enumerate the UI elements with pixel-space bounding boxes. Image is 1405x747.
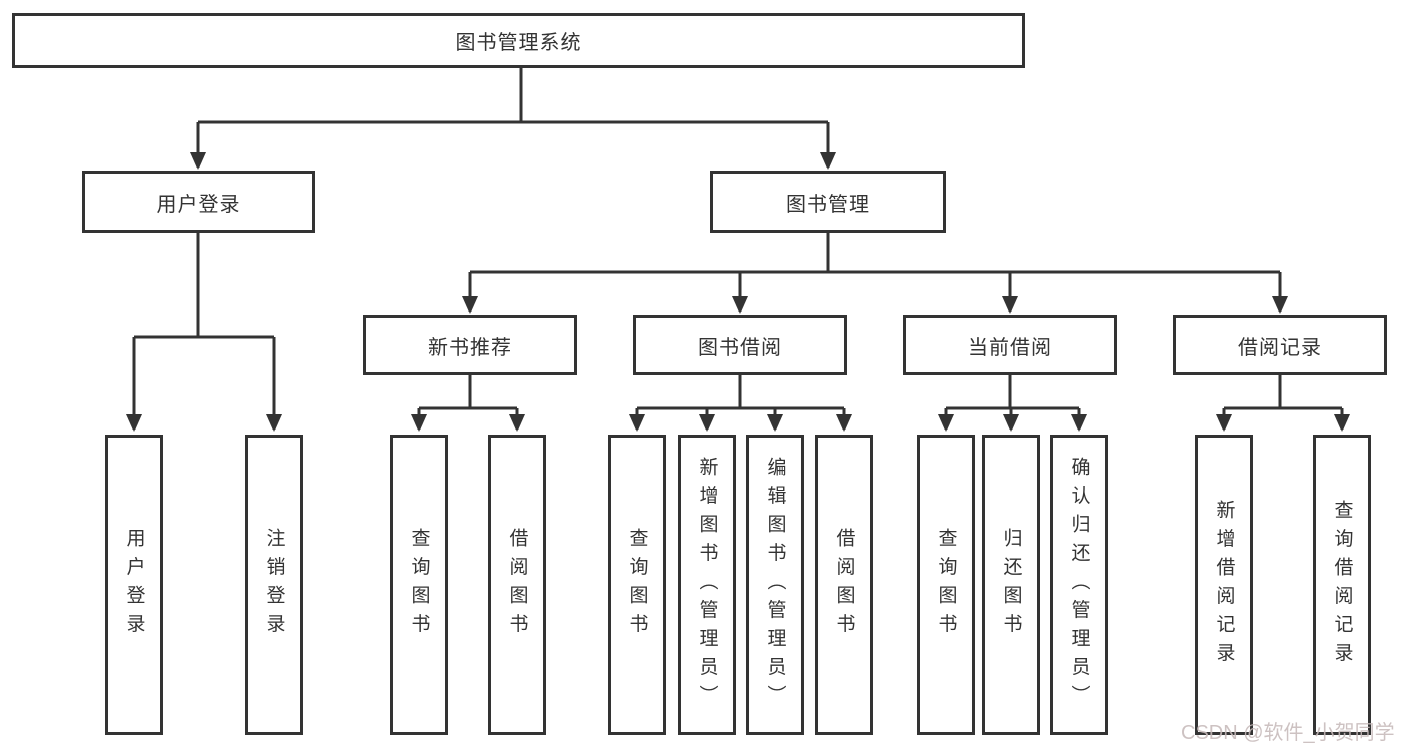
leaf-query-borrow-record: 查询借阅记录 (1313, 435, 1371, 735)
leaf-return-books: 归还图书 (982, 435, 1040, 735)
leaf-edit-book-admin: 编辑图书（管理员） (746, 435, 804, 735)
leaf-label: 用户登录 (123, 528, 145, 642)
leaf-label: 确认归还（管理员） (1068, 456, 1090, 714)
node-borrow-records: 借阅记录 (1173, 315, 1387, 375)
leaf-label: 借阅图书 (833, 528, 855, 642)
leaf-borrow-books-recommend: 借阅图书 (488, 435, 546, 735)
leaf-user-login: 用户登录 (105, 435, 163, 735)
leaf-logout: 注销登录 (245, 435, 303, 735)
leaf-label: 新增图书（管理员） (696, 456, 718, 714)
node-book-management: 图书管理 (710, 171, 946, 233)
leaf-query-books-current: 查询图书 (917, 435, 975, 735)
leaf-confirm-return-admin: 确认归还（管理员） (1050, 435, 1108, 735)
node-current-borrow: 当前借阅 (903, 315, 1117, 375)
leaf-label: 注销登录 (263, 528, 285, 642)
leaf-label: 查询借阅记录 (1331, 499, 1353, 671)
leaf-label: 借阅图书 (506, 528, 528, 642)
node-library-management-system: 图书管理系统 (12, 13, 1025, 68)
node-book-borrow: 图书借阅 (633, 315, 847, 375)
leaf-borrow-books: 借阅图书 (815, 435, 873, 735)
leaf-query-books-recommend: 查询图书 (390, 435, 448, 735)
leaf-label: 新增借阅记录 (1213, 499, 1235, 671)
leaf-query-books-borrow: 查询图书 (608, 435, 666, 735)
leaf-add-borrow-record: 新增借阅记录 (1195, 435, 1253, 735)
leaf-label: 归还图书 (1000, 528, 1022, 642)
leaf-label: 查询图书 (626, 528, 648, 642)
csdn-watermark: CSDN @软件_小贺同学 (1181, 722, 1395, 744)
leaf-label: 查询图书 (935, 528, 957, 642)
leaf-label: 编辑图书（管理员） (764, 456, 786, 714)
leaf-label: 查询图书 (408, 528, 430, 642)
node-new-book-recommend: 新书推荐 (363, 315, 577, 375)
node-user-login: 用户登录 (82, 171, 315, 233)
leaf-add-book-admin: 新增图书（管理员） (678, 435, 736, 735)
